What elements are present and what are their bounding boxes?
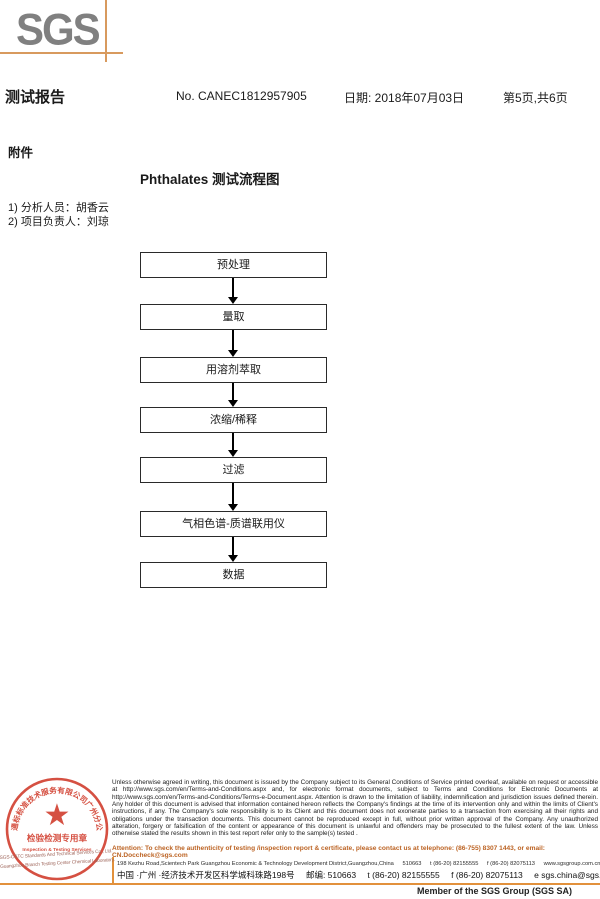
sgs-member-note: Member of the SGS Group (SGS SA) — [416, 886, 572, 896]
report-number: No. CANEC1812957905 — [176, 89, 307, 103]
flow-step-gcms: 气相色谱-质谱联用仪 — [140, 511, 327, 537]
flow-arrow-icon — [228, 504, 238, 511]
flow-arrow-icon — [228, 450, 238, 457]
stamp-inner-line2: Inspection & Testing Services — [22, 847, 91, 853]
flow-arrow-icon — [228, 350, 238, 357]
address-cn-tel: t (86-20) 82155555 — [367, 870, 440, 880]
address-en-zip: 510663 — [402, 861, 422, 867]
inspection-stamp: 通标标准技术服务有限公司广州分公司 ★ 检验检测专用章 Inspection &… — [3, 775, 109, 881]
address-en-website: www.sgsgroup.com.cn — [543, 861, 600, 867]
flow-arrow-stem — [232, 330, 234, 350]
address-cn-email: e sgs.china@sgs.com — [534, 870, 600, 880]
page-indicator: 第5页,共6页 — [503, 91, 568, 105]
address-cn-fax: f (86-20) 82075113 — [451, 870, 523, 880]
flow-step-measure: 量取 — [140, 304, 327, 330]
flow-arrow-stem — [232, 483, 234, 504]
address-line-cn: 中国 ·广州 ·经济技术开发区科学城科珠路198号 邮编: 510663 t (… — [117, 869, 600, 881]
header-vertical-rule — [105, 0, 107, 62]
flow-arrow-stem — [232, 433, 234, 450]
stamp-star-icon: ★ — [44, 799, 71, 832]
flow-arrow-icon — [228, 555, 238, 562]
terms-disclaimer: Unless otherwise agreed in writing, this… — [112, 779, 598, 838]
stamp-inner-line1: 检验检测专用章 — [27, 832, 88, 843]
flow-step-concentrate-dilute: 浓缩/稀释 — [140, 407, 327, 433]
project-leader-note: 2) 项目负责人：刘琼 — [8, 216, 109, 228]
address-en-tel: t (86-20) 82155555 — [430, 861, 479, 867]
address-en-text: 198 Kezhu Road,Scientech Park Guangzhou … — [117, 861, 394, 867]
flow-step-data: 数据 — [140, 562, 327, 588]
flow-arrow-icon — [228, 400, 238, 407]
flow-step-pretreatment: 预处理 — [140, 252, 327, 278]
flow-arrow-icon — [228, 297, 238, 304]
address-en-fax: f (86-20) 82075113 — [487, 861, 535, 867]
analyst-note: 1) 分析人员：胡香云 — [8, 202, 109, 214]
flow-arrow-stem — [232, 278, 234, 297]
flowchart-title: Phthalates 测试流程图 — [140, 172, 280, 187]
sgs-logo: SGS — [16, 4, 101, 55]
footer-horizontal-rule — [0, 883, 600, 885]
attachment-label: 附件 — [8, 146, 34, 160]
flow-arrow-stem — [232, 537, 234, 555]
address-cn-zip: 邮编: 510663 — [305, 870, 357, 880]
authenticity-attention: Attention: To check the authenticity of … — [112, 845, 545, 860]
address-line-en: 198 Kezhu Road,Scientech Park Guangzhou … — [117, 861, 600, 867]
header-horizontal-rule — [0, 52, 123, 54]
page-title: 测试报告 — [5, 89, 66, 106]
address-cn-text: 中国 ·广州 ·经济技术开发区科学城科珠路198号 — [117, 870, 295, 880]
stamp-circle — [5, 777, 109, 881]
address-vertical-rule — [112, 857, 114, 884]
flow-step-solvent-extraction: 用溶剂萃取 — [140, 357, 327, 383]
flow-step-filter: 过滤 — [140, 457, 327, 483]
report-date: 日期: 2018年07月03日 — [344, 91, 465, 105]
flow-arrow-stem — [232, 383, 234, 400]
